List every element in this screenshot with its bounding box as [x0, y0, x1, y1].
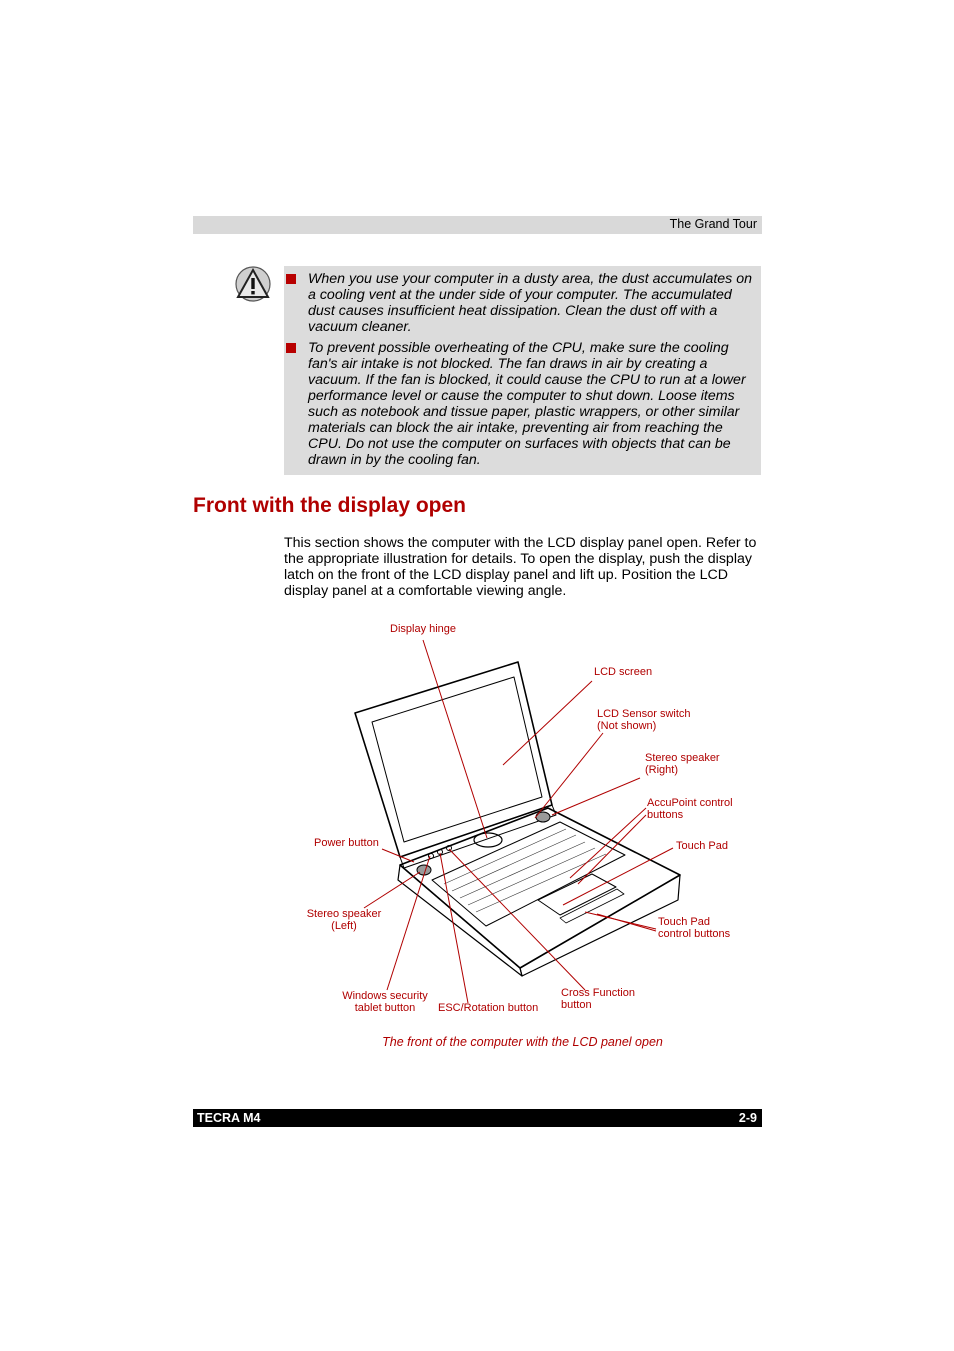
label-accupoint-buttons: AccuPoint control buttons — [647, 797, 733, 821]
label-lcd-sensor-line1: LCD Sensor switch — [597, 708, 691, 720]
bullet-square-icon — [286, 274, 296, 284]
label-speaker-left-line2: (Left) — [331, 919, 357, 932]
caution-bullet-text: When you use your computer in a dusty ar… — [308, 271, 752, 335]
hinge-button — [473, 832, 503, 848]
label-windows-security-line2: tablet button — [354, 1001, 416, 1014]
label-lcd-sensor-line2: (Not shown) — [597, 719, 657, 732]
lcd-panel-outline — [354, 661, 553, 858]
label-esc-rotation-button: ESC/Rotation button — [438, 1002, 539, 1014]
footer-bar: TECRA M4 2-9 — [193, 1109, 762, 1127]
section-title: Front with the display open — [193, 494, 466, 517]
label-touch-pad-buttons-line2: control buttons — [658, 927, 731, 940]
label-cross-function-button: Cross Function button — [561, 987, 635, 1011]
laptop-base-side — [397, 864, 523, 977]
touch-pad-buttons-area — [559, 888, 625, 924]
keyboard-area — [431, 821, 626, 927]
label-touch-pad-buttons-line1: Touch Pad — [658, 916, 710, 928]
caution-box: When you use your computer in a dusty ar… — [284, 266, 761, 475]
label-touch-pad-control-buttons: Touch Pad control buttons — [658, 916, 731, 940]
caution-icon — [235, 266, 271, 302]
footer-page-number: 2-9 — [738, 1111, 757, 1125]
label-power-button: Power button — [314, 837, 379, 849]
label-speaker-right-line2: (Right) — [645, 763, 679, 776]
figure-caption: The front of the computer with the LCD p… — [382, 1035, 663, 1049]
label-speaker-left-line1: Stereo speaker — [306, 908, 382, 920]
label-lcd-sensor-switch: LCD Sensor switch (Not shown) — [597, 708, 691, 732]
touch-pad-area — [537, 873, 617, 916]
caution-bullet-text: To prevent possible overheating of the C… — [308, 340, 746, 468]
header-section-title: The Grand Tour — [669, 217, 757, 231]
label-stereo-speaker-left: Stereo speaker (Left) — [303, 908, 385, 932]
label-lcd-screen: LCD screen — [594, 666, 653, 678]
section-intro: This section shows the computer with the… — [284, 535, 757, 599]
label-accupoint-line1: AccuPoint control — [647, 797, 733, 809]
lcd-screen-outline — [371, 676, 543, 843]
footer-product: TECRA M4 — [197, 1111, 261, 1125]
label-display-hinge: Display hinge — [390, 623, 457, 635]
header-bar: The Grand Tour — [193, 216, 762, 234]
label-touch-pad: Touch Pad — [676, 840, 728, 852]
label-accupoint-line2: buttons — [647, 808, 684, 821]
laptop-base-front — [519, 874, 681, 977]
bullet-square-icon — [286, 343, 296, 353]
label-windows-security-button: Windows security tablet button — [340, 990, 430, 1014]
label-stereo-speaker-right: Stereo speaker (Right) — [645, 752, 720, 776]
label-speaker-right-line1: Stereo speaker — [645, 752, 720, 764]
label-windows-security-line1: Windows security — [342, 990, 428, 1002]
label-cross-function-line1: Cross Function — [561, 987, 635, 999]
label-cross-function-line2: button — [561, 998, 592, 1011]
